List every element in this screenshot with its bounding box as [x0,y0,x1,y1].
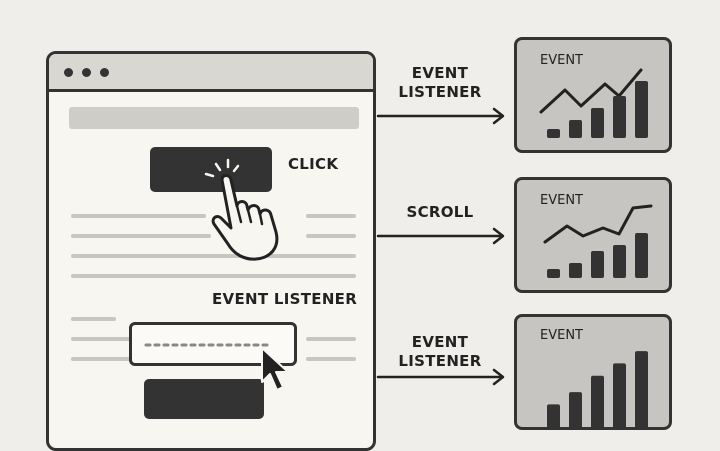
window-titlebar [49,54,373,92]
text-line [71,214,206,218]
panel-chart [539,68,648,138]
arrow1-label-line1: EVENT [411,64,469,82]
window-dot-icon [100,68,109,77]
text-line [71,357,136,361]
arrow3-label-line1: EVENT [411,333,469,351]
page-button[interactable] [150,147,272,192]
text-line [71,337,136,341]
text-line [306,214,356,218]
arrow1-label: EVENT LISTENER [380,64,500,102]
window-dot-icon [64,68,73,77]
submit-button[interactable] [144,379,264,419]
event-listener-page-label: EVENT LISTENER [212,290,358,308]
panel-bar [547,404,560,427]
arrow-1-head-icon [492,107,505,125]
panel-bar [635,81,648,138]
panel-bar [591,108,604,138]
panel-bar [547,129,560,138]
text-line [71,274,356,278]
panel-bar [635,233,648,278]
text-line [306,357,356,361]
event-panel-2: EVENT [514,177,672,293]
panel-title: EVENT [540,53,583,68]
event-panel-3: EVENT [514,314,672,430]
text-line [71,317,116,321]
panel-bar [635,351,648,427]
address-bar[interactable] [69,107,359,129]
text-line [306,234,356,238]
arrow1-label-line2: LISTENER [398,83,482,101]
input-placeholder-dots-icon [144,343,269,347]
panel-bar [613,245,626,278]
panel-bar [613,96,626,138]
panel-bar [569,263,582,278]
arrow3-label: EVENT LISTENER [380,333,500,371]
event-panel-1: EVENT [514,37,672,153]
panel-bar [613,363,626,427]
panel-title: EVENT [540,193,583,208]
text-line [71,254,356,258]
panel-bar [547,269,560,278]
pointing-hand-icon [204,158,279,261]
panel-chart [543,204,653,278]
panel-bar [591,375,604,427]
panel-bar [569,120,582,138]
click-label: CLICK [288,155,339,173]
arrow3-label-line2: LISTENER [398,352,482,370]
text-line [306,337,356,341]
arrow2-label: SCROLL [406,203,474,221]
panel-chart [547,351,648,427]
window-dot-icon [82,68,91,77]
text-line [71,234,211,238]
arrows [376,107,505,386]
arrow-2-head-icon [492,227,505,245]
arrow-cursor-icon [261,347,289,391]
arrow-3-head-icon [492,368,505,386]
panel-title: EVENT [540,328,583,343]
panel-bar [569,392,582,427]
panel-bar [591,251,604,278]
